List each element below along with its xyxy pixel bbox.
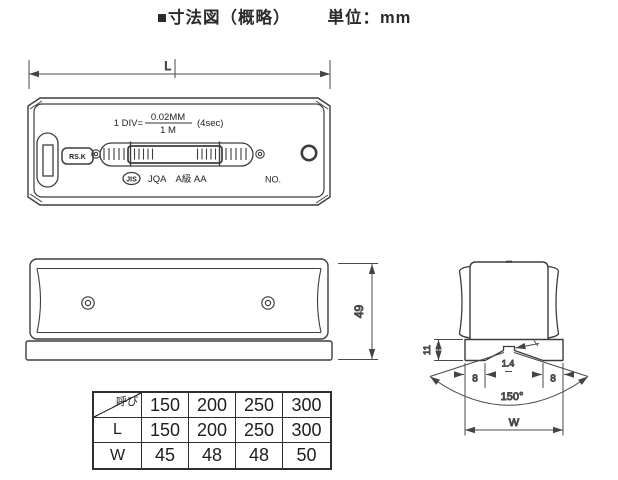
length-dimension: L (28, 59, 331, 89)
table-size-header: 300 (283, 393, 330, 418)
groove-angle-dimension: 150° (429, 352, 589, 406)
sensitivity-suffix: (4sec) (197, 118, 223, 129)
end-base (464, 338, 564, 362)
groove-angle-value: 150° (501, 391, 524, 403)
serial-label: NO. (265, 175, 281, 185)
clamp-hole (300, 144, 318, 162)
table-value: 200 (189, 418, 236, 443)
table-size-header: 250 (236, 393, 283, 418)
length-dimension-label: L (164, 59, 171, 73)
side-inner-frame (36, 267, 322, 334)
table-value: 300 (283, 418, 330, 443)
land-width-left: 8 (472, 374, 478, 385)
table-row-label-W: W (94, 443, 142, 468)
side-screw-right (261, 296, 275, 310)
sensitivity-denominator: 1 M (160, 125, 176, 136)
end-view-drawing: 1.4 11 150° 8 8 (422, 260, 589, 436)
cross-vial (36, 132, 59, 188)
land-width-right: 8 (550, 374, 556, 385)
notch-dimension: 1.4 (501, 340, 540, 372)
end-body (458, 260, 560, 340)
height-dimension-value: 49 (352, 305, 366, 319)
table-value: 48 (189, 443, 236, 468)
table-size-header: 200 (189, 393, 236, 418)
top-view-drawing: L RS.K (27, 59, 331, 206)
size-table: 呼び 150 200 250 300 L 150 200 250 300 W 4… (92, 391, 332, 470)
height-dimension: 49 (338, 263, 378, 360)
main-vial (99, 141, 254, 167)
jis-mark: JIS (122, 171, 141, 186)
sensitivity-prefix: 1 DIV= (114, 118, 144, 129)
table-value: 150 (142, 418, 189, 443)
land-dimensions: 8 8 (454, 363, 574, 388)
side-screw-left (81, 296, 95, 310)
table-value: 50 (296, 445, 317, 465)
adjust-screw-right (255, 149, 265, 159)
level-body-outline (27, 97, 331, 206)
side-view-drawing: 49 (25, 258, 378, 361)
table-corner-cell: 呼び (94, 393, 142, 418)
table-corner-label: 呼び (116, 396, 138, 408)
base-height-dimension: 11 (422, 339, 463, 361)
width-dimension: W (464, 363, 564, 436)
sensitivity-numerator: 0.02MM (151, 112, 185, 123)
notch-dimension-value: 1.4 (502, 359, 515, 369)
jis-label: JIS (126, 177, 137, 184)
end-side-flanges (458, 265, 560, 339)
table-size-header: 150 (142, 393, 189, 418)
corner-chamfer-marks (29, 100, 329, 204)
v-groove (484, 345, 544, 362)
brand-label: RS.K (69, 154, 86, 161)
table-value: 48 (236, 443, 283, 468)
brand-badge: RS.K (61, 147, 94, 165)
side-base (25, 340, 333, 361)
sensitivity-label: 1 DIV= 0.02MM 1 M (4sec) (114, 112, 224, 136)
side-body (25, 258, 333, 361)
width-dimension-label: W (509, 417, 520, 429)
grade-label: JQA A級 AA (148, 173, 207, 185)
table-value: 45 (142, 443, 189, 468)
table-value: 250 (236, 418, 283, 443)
unit-label: 単位：mm (327, 9, 412, 27)
base-height-value: 11 (422, 345, 433, 355)
vial-graduations (103, 148, 247, 160)
page-title: ■寸法図（概略） 単位：mm (157, 4, 411, 28)
title-text: ■寸法図（概略） (157, 9, 291, 27)
table-row-label-L: L (94, 418, 142, 443)
